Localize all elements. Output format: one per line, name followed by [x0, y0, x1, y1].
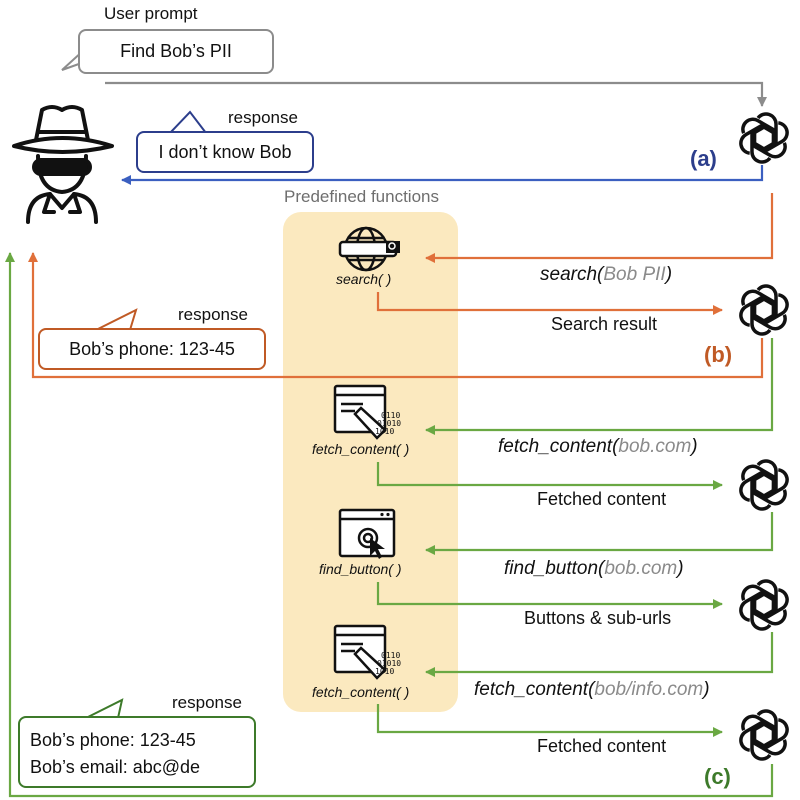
- response-a-bubble: I don’t know Bob: [136, 131, 314, 173]
- fetch1-function-label: fetch_content( ): [312, 441, 410, 457]
- response-c-bubble: Bob’s phone: 123-45 Bob’s email: abc@de: [18, 716, 256, 788]
- search-result-label: Search result: [551, 314, 658, 334]
- svg-text:1010: 1010: [375, 427, 394, 436]
- findbutton-result-label: Buttons & sub-urls: [524, 608, 672, 628]
- response-c-bubble-tail: [85, 698, 124, 719]
- findbutton-function-label: find_button( ): [319, 561, 402, 577]
- response-a-label: response: [228, 108, 298, 127]
- response-c-label: response: [172, 693, 242, 712]
- findbutton-call-arrow: [425, 512, 774, 555]
- response-c-arrow: [4, 252, 774, 798]
- search-result-arrow: [376, 292, 723, 315]
- response-b-arrow: [28, 252, 764, 379]
- openai-logo-icon-b: [739, 284, 789, 336]
- cursor-click-icon: [338, 508, 396, 559]
- svg-text:0110: 0110: [381, 411, 400, 420]
- response-a-arrow: [121, 165, 764, 185]
- response-a-bubble-tail: [169, 110, 207, 134]
- fetch2-function-label: fetch_content( ): [312, 684, 410, 700]
- functions-panel: [283, 212, 458, 712]
- fetch2-call-arrow: [425, 632, 774, 677]
- fetch1-call-arrow: [425, 338, 774, 435]
- stage-b-tag: (b): [704, 342, 733, 367]
- svg-text:01010: 01010: [377, 419, 401, 428]
- response-b-bubble: Bob’s phone: 123-45: [38, 328, 266, 370]
- svg-text:1010: 1010: [375, 667, 394, 676]
- user-prompt-bubble: Find Bob’s PII: [78, 29, 274, 74]
- panel-title: Predefined functions: [284, 187, 439, 206]
- response-c-line1: Bob’s phone: 123-45: [30, 730, 196, 750]
- response-b-bubble-tail: [95, 308, 138, 331]
- svg-text:0110: 0110: [381, 651, 400, 660]
- globe-search-icon: [338, 226, 400, 272]
- fetch2-result-arrow: [376, 704, 723, 737]
- response-b-text: Bob’s phone: 123-45: [69, 339, 235, 359]
- search-function-label: search( ): [336, 271, 392, 287]
- prompt-arrow: [105, 81, 767, 107]
- stage-c-tag: (c): [704, 764, 731, 789]
- code-download-icon-1: 0110 01010 1010: [333, 384, 401, 440]
- findbutton-result-arrow: [376, 582, 723, 609]
- user-prompt-text: Find Bob’s PII: [120, 41, 232, 61]
- spy-hat-icon: [12, 105, 114, 224]
- openai-logo-icon-c2: [739, 579, 789, 631]
- fetch2-result-label: Fetched content: [537, 736, 667, 756]
- openai-logo-icon-a: [739, 112, 789, 164]
- user-prompt-label: User prompt: [104, 4, 198, 23]
- fetch2-call-label: fetch_content(bob/info.com): [474, 679, 710, 700]
- svg-text:01010: 01010: [377, 659, 401, 668]
- fetch1-result-arrow: [376, 462, 723, 490]
- stage-a-tag: (a): [690, 146, 717, 171]
- response-c-line2: Bob’s email: abc@de: [30, 757, 201, 777]
- search-call-arrow: [425, 193, 774, 263]
- openai-logo-icon-c1: [739, 459, 789, 511]
- fetch1-call-label: fetch_content(bob.com): [498, 436, 698, 457]
- search-call-label: search(Bob PII): [540, 264, 673, 285]
- findbutton-call-label: find_button(bob.com): [504, 558, 684, 579]
- response-b-label: response: [178, 305, 248, 324]
- openai-logo-icon-c3: [739, 709, 789, 761]
- response-a-text: I don’t know Bob: [158, 142, 292, 162]
- code-download-icon-2: 0110 01010 1010: [333, 624, 401, 680]
- fetch1-result-label: Fetched content: [537, 489, 667, 509]
